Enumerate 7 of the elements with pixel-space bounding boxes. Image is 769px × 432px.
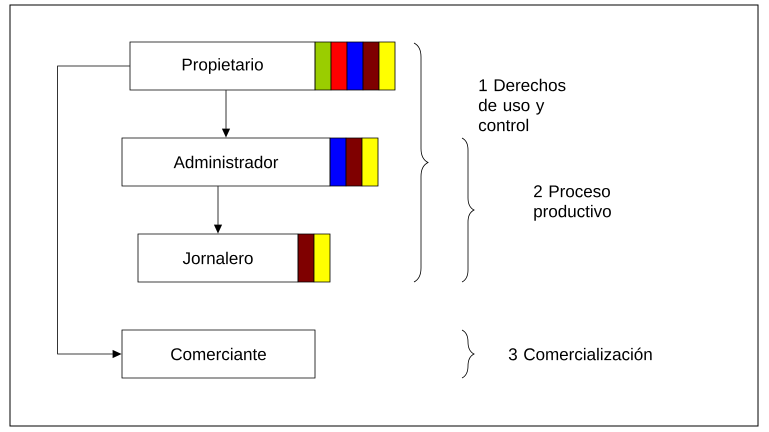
process-box: Comerciante — [122, 330, 316, 378]
bracket-label: 3 Comercialización — [508, 348, 652, 360]
process-box: Administrador — [122, 138, 330, 186]
bracket-label: 1 Derechos de uso y control — [478, 78, 566, 132]
process-box: Propietario — [130, 42, 316, 90]
process-box: Jornalero — [138, 234, 298, 282]
bracket-label: 2 Proceso productivo — [534, 185, 611, 221]
